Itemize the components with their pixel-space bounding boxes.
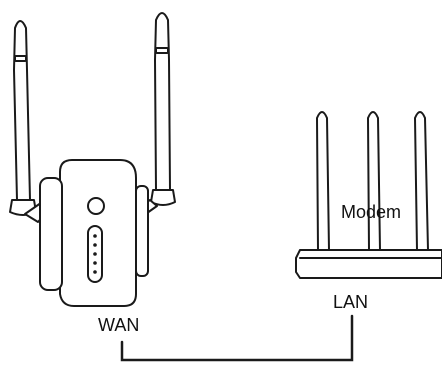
modem-router-icon [295,111,442,279]
modem-label: Modem [341,202,402,222]
ethernet-cable-icon [120,314,354,362]
extender-power-button [87,197,105,215]
modem-body [295,249,442,279]
modem-middle-antenna [367,111,381,251]
extender-side-trim [39,177,63,291]
wan-port-label: WAN [98,315,140,335]
modem-left-antenna [316,111,330,251]
wifi-extender-icon [9,12,176,307]
extender-led-dots [93,234,97,274]
lan-port-label: LAN [333,292,369,312]
extender-right-antenna [134,12,176,219]
modem-right-antenna [414,111,429,251]
